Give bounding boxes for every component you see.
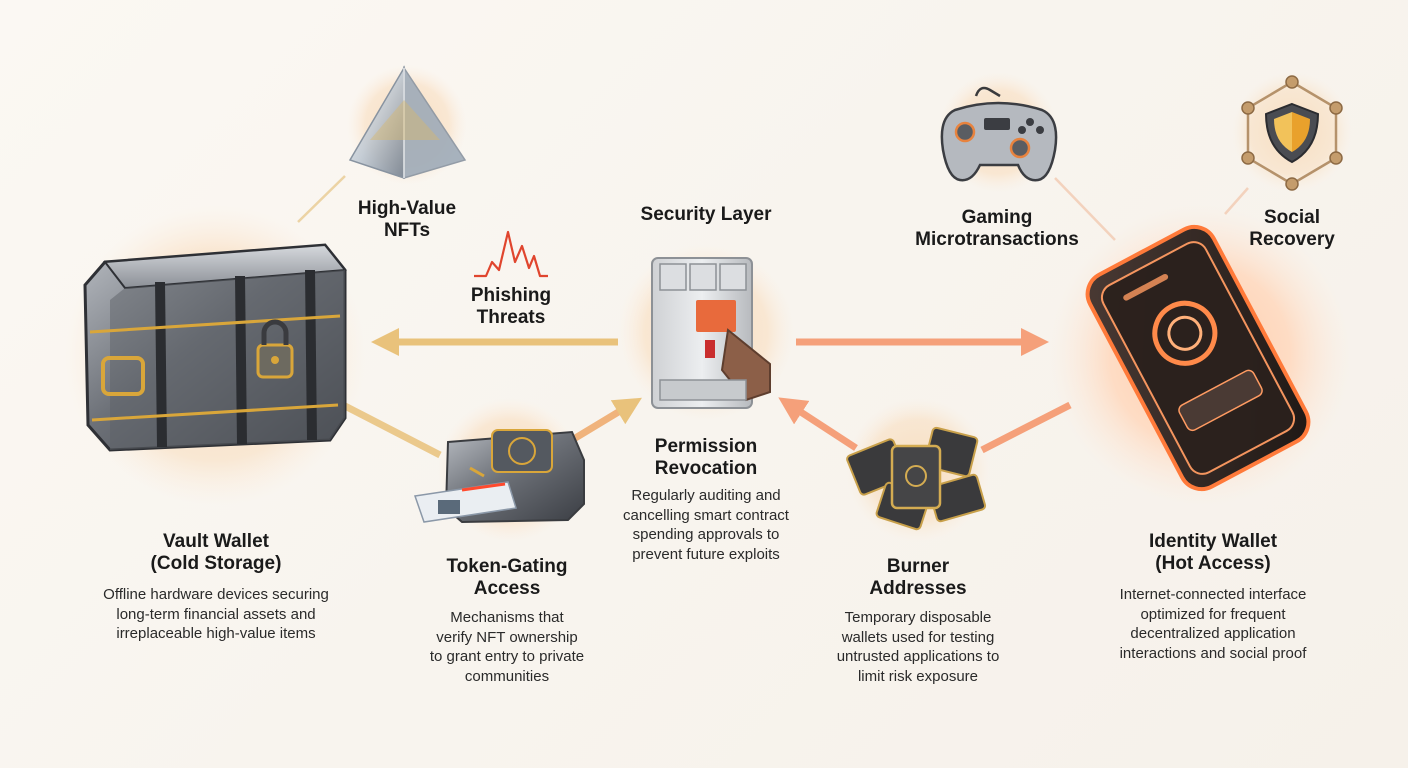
token-gating-desc-3: to grant entry to private [429, 648, 585, 665]
social-recovery-line-1: Social [1264, 207, 1320, 228]
permission-revocation-block: Permission Revocation Regularly auditing… [623, 436, 789, 564]
phishing-spike-icon [474, 230, 548, 278]
identity-wallet-block: Identity Wallet (Hot Access) Internet-co… [1120, 531, 1307, 663]
arrow-burner-to-security [778, 397, 858, 451]
permission-revocation-desc-4: prevent future exploits [632, 545, 780, 563]
permission-revocation-line-2: Revocation [654, 458, 758, 479]
burner-addresses-title: Burner Addresses [837, 556, 1000, 600]
burner-chips-icon [846, 426, 987, 531]
shield-network-icon [1241, 75, 1343, 191]
vault-wallet-block: Vault Wallet (Cold Storage) Offline hard… [103, 531, 329, 644]
token-gating-title: Token-Gating Access [430, 556, 584, 600]
token-gating-desc-4: communities [464, 667, 550, 685]
arrow-identity-to-burner [980, 401, 1072, 454]
vault-wallet-desc: Offline hardware devices securing long-t… [103, 585, 329, 644]
circuit-breaker-icon [651, 257, 771, 409]
vault-wallet-desc-3: irreplaceable high-value items [116, 625, 316, 642]
burner-addresses-desc-3: untrusted applications to [836, 648, 1000, 665]
phishing-threats-title: Phishing Threats [471, 285, 551, 329]
crystal-nft-icon [348, 65, 467, 180]
burner-addresses-desc-2: wallets used for testing [841, 628, 995, 646]
card-reader-icon [413, 429, 585, 524]
social-recovery-line-2: Recovery [1249, 229, 1335, 250]
vault-wallet-line-2: (Cold Storage) [150, 553, 282, 574]
token-gating-desc: Mechanisms that verify NFT ownership to … [430, 608, 584, 686]
high-value-nfts-line-1: High-Value [357, 198, 457, 219]
identity-wallet-desc-2: optimized for frequent [1140, 605, 1286, 623]
vault-wallet-desc-1: Offline hardware devices securing [103, 586, 329, 603]
permission-revocation-desc-2: cancelling smart contract [623, 506, 789, 524]
burner-addresses-desc-4: limit risk exposure [857, 667, 979, 685]
game-controller-icon [940, 86, 1058, 182]
high-value-nfts-line-2: NFTs [383, 220, 431, 241]
vault-wallet-line-1: Vault Wallet [163, 531, 269, 552]
connector-identity-gaming [1054, 177, 1116, 241]
social-recovery-title: Social Recovery [1249, 207, 1335, 251]
burner-addresses-line-1: Burner [886, 556, 950, 577]
vault-wallet-desc-2: long-term financial assets and [116, 605, 316, 623]
permission-revocation-title: Permission Revocation [623, 436, 789, 480]
phone-identity-icon [1085, 224, 1311, 492]
token-gating-line-1: Token-Gating [446, 556, 568, 577]
identity-wallet-line-1: Identity Wallet [1148, 531, 1278, 552]
connector-vault-nft [297, 175, 346, 223]
burner-addresses-desc: Temporary disposable wallets used for te… [837, 608, 1000, 686]
arrow-vault-to-token [343, 402, 442, 459]
identity-wallet-desc-1: Internet-connected interface [1119, 586, 1307, 603]
phishing-threats-line-2: Threats [476, 307, 546, 328]
gaming-line-2: Microtransactions [915, 229, 1079, 250]
arrow-token-to-security [570, 397, 642, 443]
burner-addresses-desc-1: Temporary disposable [844, 609, 992, 626]
permission-revocation-line-1: Permission [654, 436, 758, 457]
permission-revocation-desc-3: spending approvals to [632, 526, 780, 543]
gaming-title: Gaming Microtransactions [915, 207, 1079, 251]
high-value-nfts-title: High-Value NFTs [358, 198, 456, 242]
phishing-threats-line-1: Phishing [470, 285, 552, 306]
token-gating-desc-2: verify NFT ownership [436, 628, 578, 646]
identity-wallet-desc: Internet-connected interface optimized f… [1120, 585, 1307, 663]
token-gating-desc-1: Mechanisms that [450, 609, 564, 626]
permission-revocation-desc-1: Regularly auditing and [631, 487, 781, 504]
identity-wallet-line-2: (Hot Access) [1155, 553, 1271, 574]
gaming-line-1: Gaming [961, 207, 1033, 228]
identity-wallet-desc-4: interactions and social proof [1119, 644, 1307, 662]
vault-chest-icon [83, 243, 347, 452]
identity-wallet-title: Identity Wallet (Hot Access) [1120, 531, 1307, 575]
token-gating-line-2: Access [473, 578, 541, 599]
permission-revocation-desc: Regularly auditing and cancelling smart … [623, 486, 789, 564]
burner-addresses-line-2: Addresses [869, 578, 967, 599]
burner-addresses-block: Burner Addresses Temporary disposable wa… [837, 556, 1000, 686]
token-gating-block: Token-Gating Access Mechanisms that veri… [430, 556, 584, 686]
vault-wallet-title: Vault Wallet (Cold Storage) [103, 531, 329, 575]
security-layer-title: Security Layer [640, 204, 772, 225]
identity-wallet-desc-3: decentralized application [1130, 625, 1296, 642]
connector-identity-social [1224, 187, 1249, 215]
